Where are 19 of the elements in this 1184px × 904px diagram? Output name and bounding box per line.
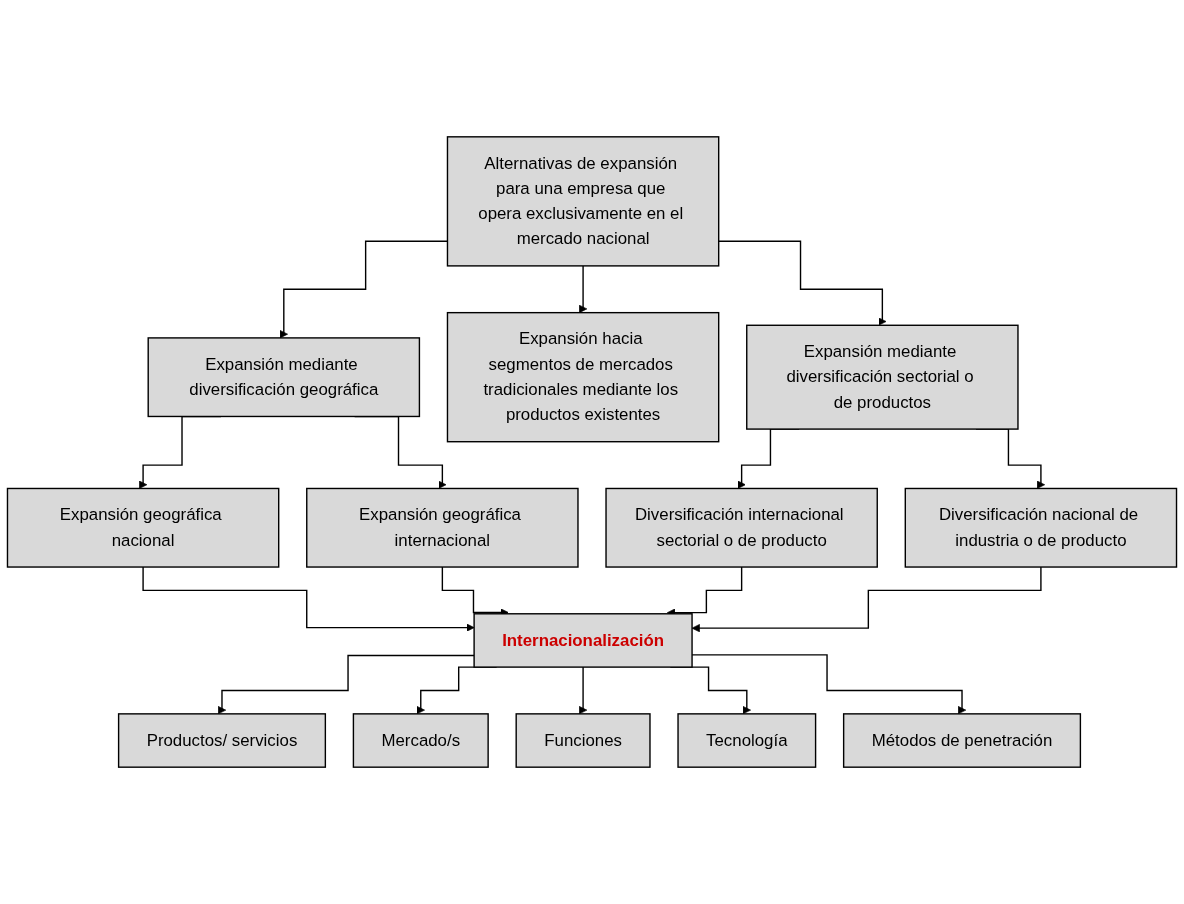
node-box: Alternativas de expansión para una empresa que opera exclusivamente en el mercado nacional: [446, 136, 720, 267]
node-box: Internacionalización: [473, 613, 693, 668]
arrow: [718, 240, 887, 326]
node-box: Mercado/s: [352, 713, 489, 768]
arrow: [217, 654, 475, 715]
arrow: [142, 566, 475, 632]
node-box: Expansión hacia segmentos de mercados tradicionales mediante los productos existentes: [446, 311, 720, 443]
node-box: Diversificación internacional sectorial o de producto: [605, 487, 878, 568]
node-box: Diversificación nacional de industria o de producto: [904, 487, 1178, 568]
node-box: Métodos de penetración: [842, 713, 1082, 768]
arrow: [578, 666, 588, 715]
arrow: [578, 265, 588, 313]
node-box: Expansión geográfica nacional: [6, 487, 280, 568]
node-box: Expansión mediante diversificación geográfica: [147, 337, 421, 418]
node-box: Expansión mediante diversificación sectorial o de productos: [746, 324, 1019, 430]
node-box: Tecnología: [677, 713, 817, 768]
node-box: Productos/ servicios: [117, 713, 327, 768]
node-box: Expansión geográfica internacional: [306, 487, 579, 568]
node-box: Funciones: [515, 713, 651, 768]
